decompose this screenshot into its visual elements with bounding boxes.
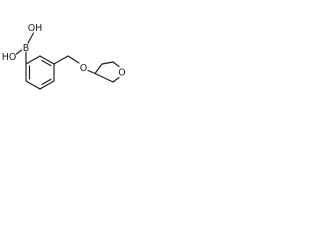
bond-ch2-oxygen [67,55,80,64]
bond-thf-5 [94,72,114,83]
ether-oxygen-label: O [80,63,87,74]
molecule-drawing: B OH HO O O [2,23,126,90]
hydroxyl-left-label: HO [2,52,17,63]
structure-canvas: B OH HO O O [0,0,152,152]
bond-boron-oh-left [15,49,23,55]
bond-ring-5 [25,80,41,90]
bond-lines [15,32,120,90]
bond-thf-1 [94,63,103,75]
hydroxyl-top-label: OH [28,23,43,34]
bond-aromatic-2 [41,78,52,86]
bond-ring-2 [39,55,55,65]
bond-thf-3 [112,61,120,68]
bond-aromatic-1 [41,59,52,67]
bond-thf-2 [101,61,114,65]
bond-ring-ch2 [53,55,69,65]
bond-ring-1 [25,55,41,65]
atom-labels: B OH HO O O [2,23,126,79]
bond-oxygen-thf [87,69,96,75]
bond-thf-4 [112,76,120,83]
bond-boron-oh-top [27,32,35,44]
boron-label: B [23,43,30,54]
bond-ring-4 [39,80,55,90]
ring-oxygen-label: O [118,68,125,79]
